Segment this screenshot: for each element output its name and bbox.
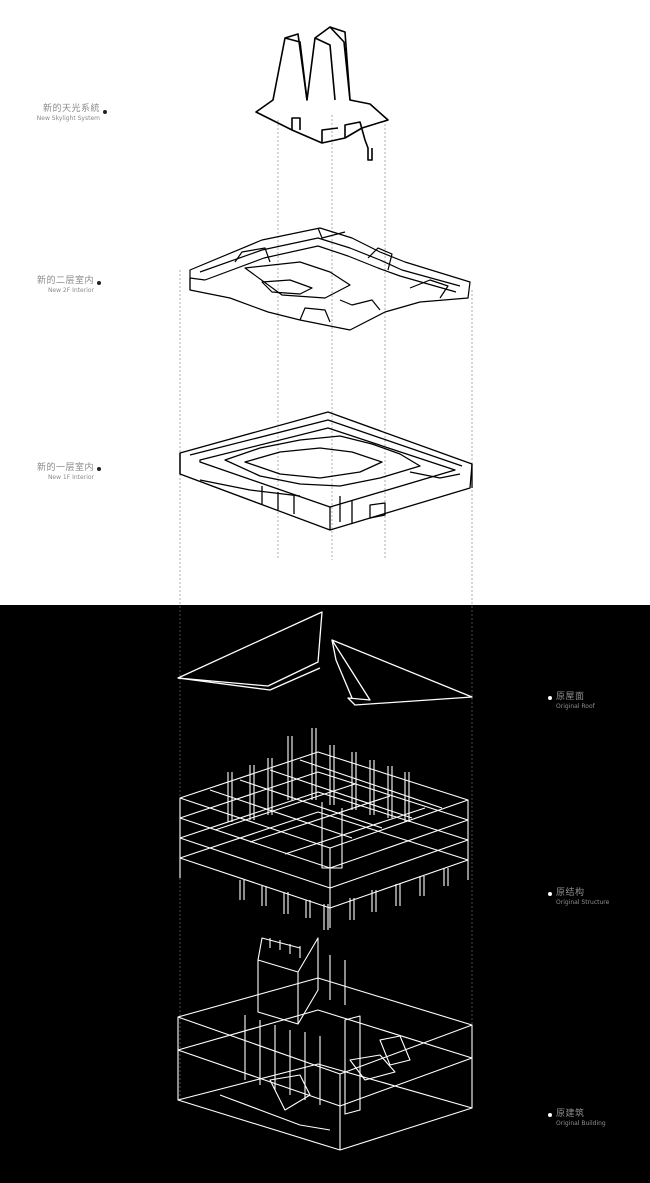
structure-drawing <box>179 728 469 930</box>
layer-label-zh: 原建筑 <box>556 1109 585 1119</box>
layer-label-en: New Skylight System <box>36 115 100 123</box>
building-drawing <box>177 937 473 1151</box>
layer-label-original-roof: 原屋面 Original Roof <box>556 692 646 711</box>
guide-lines <box>179 115 473 1100</box>
layer-marker-dot <box>548 892 552 896</box>
layer-label-skylight: 新的天光系統 New Skylight System <box>20 104 100 123</box>
layer-label-en: Original Building <box>556 1120 606 1128</box>
columns <box>227 728 449 930</box>
lower-black-panel <box>0 605 650 1183</box>
first-floor-drawing <box>179 411 473 531</box>
layer-marker-dot <box>548 1113 552 1117</box>
layer-label-en: Original Structure <box>556 899 610 907</box>
layer-label-zh: 原结构 <box>556 888 585 898</box>
roof-drawing <box>177 611 473 706</box>
layer-label-zh: 原屋面 <box>556 692 585 702</box>
layer-label-zh: 新的一层室内 <box>36 463 94 473</box>
layer-label-en: New 1F Interior <box>47 474 94 482</box>
layer-label-original-structure: 原结构 Original Structure <box>556 888 648 907</box>
upper-white-panel <box>0 0 650 605</box>
layer-label-zh: 新的二层室内 <box>36 276 94 286</box>
layer-label-en: New 2F Interior <box>47 287 94 295</box>
layer-label-zh: 新的天光系統 <box>42 104 100 114</box>
second-floor-drawing <box>189 227 471 331</box>
layer-marker-dot <box>97 281 101 285</box>
layer-marker-dot <box>97 467 101 471</box>
layer-marker-dot <box>103 110 107 114</box>
layer-label-2f-interior: 新的二层室内 New 2F Interior <box>10 276 94 295</box>
skylight-drawing <box>255 26 389 161</box>
layer-marker-dot <box>548 696 552 700</box>
layer-label-1f-interior: 新的一层室内 New 1F Interior <box>10 463 94 482</box>
layer-label-original-building: 原建筑 Original Building <box>556 1109 646 1128</box>
layer-label-en: Original Roof <box>556 703 595 711</box>
